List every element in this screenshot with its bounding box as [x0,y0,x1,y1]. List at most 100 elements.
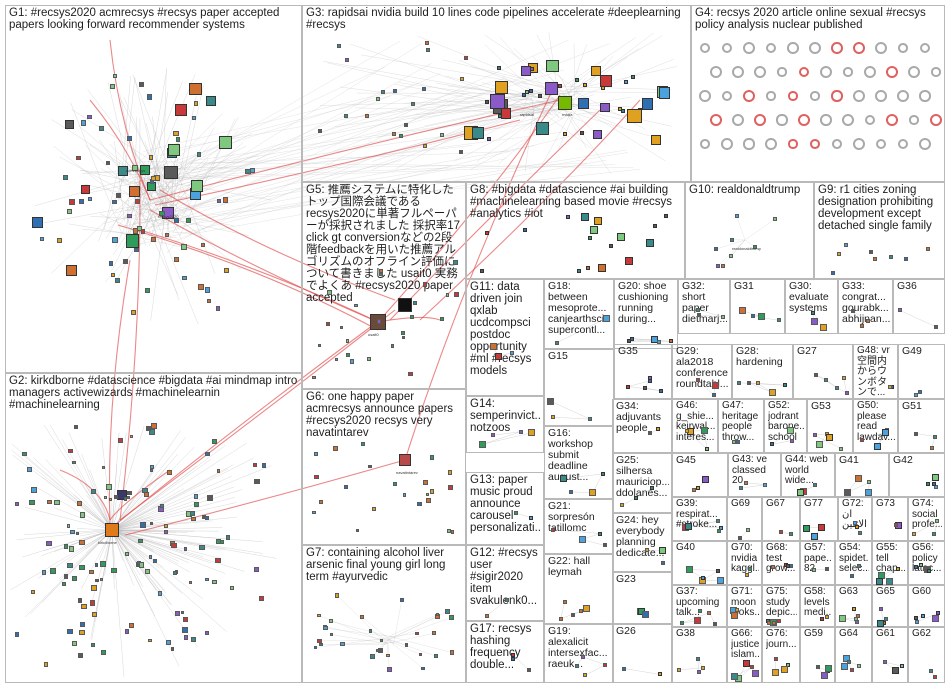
node-g28[interactable] [783,383,788,388]
node-g40[interactable] [717,576,725,584]
node-g1[interactable] [99,125,104,131]
node-g7[interactable] [377,648,383,654]
node-g7[interactable] [334,592,340,598]
node-g6[interactable] [392,481,397,486]
node-g3[interactable] [392,88,397,93]
node-g6[interactable] [343,485,348,490]
node-g1[interactable] [128,185,140,198]
node-g1[interactable] [115,193,122,199]
node-g2[interactable] [114,495,118,499]
node-g3[interactable] [440,133,445,138]
node-g3[interactable] [424,41,429,46]
node-g3[interactable] [529,67,534,72]
group-g77[interactable]: G77 [800,497,838,541]
node-g27[interactable] [844,391,849,396]
node-g5[interactable] [354,303,358,307]
node-g8[interactable] [624,257,633,266]
node-g50[interactable] [859,437,864,442]
group-g37[interactable]: G37: upcoming talk... [672,585,727,627]
node-g2[interactable] [183,547,188,551]
node-g61[interactable] [892,667,900,675]
node-g25[interactable] [620,503,625,508]
node-g16[interactable] [589,489,597,497]
node-g7[interactable] [419,653,423,657]
node-g14[interactable] [528,429,536,437]
node-g2[interactable] [229,586,234,591]
node-g7[interactable] [449,650,455,655]
node-g3[interactable] [546,59,559,72]
node-g72[interactable] [857,530,862,535]
node-g61[interactable] [899,664,904,669]
node-g1[interactable] [173,130,179,137]
node-g56[interactable] [927,569,932,574]
node-g7[interactable] [317,613,321,618]
group-g38[interactable]: G38 [672,627,727,683]
node-g2[interactable] [166,639,172,645]
node-g4[interactable] [931,67,941,77]
node-g1[interactable] [196,152,202,157]
group-g71[interactable]: G71: moon looks... [727,585,762,627]
node-g11[interactable] [494,352,502,360]
node-g2[interactable] [202,514,207,519]
node-g2[interactable] [70,529,75,535]
node-g2[interactable] [101,465,105,469]
node-g1[interactable] [148,155,154,160]
node-g2[interactable] [182,616,189,622]
node-g4[interactable] [852,137,866,151]
node-g2[interactable] [204,631,209,636]
node-g3[interactable] [600,102,610,113]
group-g25[interactable]: G25: silhersa mauriciop... ddolanes... [612,453,672,513]
node-g5[interactable] [408,371,413,376]
group-g75[interactable]: G75: study depic... [762,585,800,627]
group-g22[interactable]: G22: hall leymah [544,554,614,624]
node-g2[interactable] [160,504,165,509]
node-g7[interactable] [329,633,333,637]
node-g14[interactable] [479,440,487,448]
node-g59[interactable] [815,664,820,669]
node-g41[interactable] [867,480,872,485]
node-g6[interactable] [417,502,422,507]
node-g22[interactable] [562,600,567,605]
node-g60[interactable] [936,611,941,616]
node-g1[interactable] [200,242,206,247]
node-g40[interactable] [716,568,721,573]
node-g2[interactable] [150,521,154,526]
node-g64[interactable] [857,663,862,668]
node-g1[interactable] [114,277,121,284]
node-g6[interactable] [426,498,431,503]
node-g59[interactable] [820,672,828,680]
node-g19[interactable] [574,663,579,668]
group-g44[interactable]: G44: web world wide... [781,453,835,497]
node-g3[interactable] [422,87,427,92]
node-g2[interactable] [15,502,20,507]
node-g1[interactable] [191,115,196,121]
node-g55[interactable] [885,577,893,585]
node-g8[interactable] [664,213,669,218]
node-g38[interactable] [695,657,700,662]
node-g48[interactable] [888,385,893,390]
node-g1[interactable] [182,275,187,280]
node-g4[interactable] [700,43,710,53]
node-g2[interactable] [199,544,205,551]
node-g34[interactable] [648,431,653,436]
node-g53[interactable] [839,446,843,451]
node-g69[interactable] [738,535,743,540]
node-g2[interactable] [171,543,177,549]
node-g43[interactable] [743,480,748,485]
node-g25[interactable] [634,495,639,500]
node-g70[interactable] [745,572,750,577]
node-g2[interactable] [254,566,260,573]
node-g41[interactable] [864,489,872,497]
node-g22[interactable] [558,616,563,621]
node-g10[interactable] [729,237,734,242]
node-g1[interactable] [219,135,233,149]
node-g47[interactable] [735,440,740,445]
node-g4[interactable] [753,113,767,127]
node-g77[interactable] [818,523,826,531]
node-g4[interactable] [731,113,745,127]
node-g28[interactable] [755,381,760,386]
node-g32[interactable] [696,307,701,312]
node-g2[interactable] [259,596,265,602]
node-g37[interactable] [694,616,702,624]
node-g74[interactable] [935,519,940,524]
